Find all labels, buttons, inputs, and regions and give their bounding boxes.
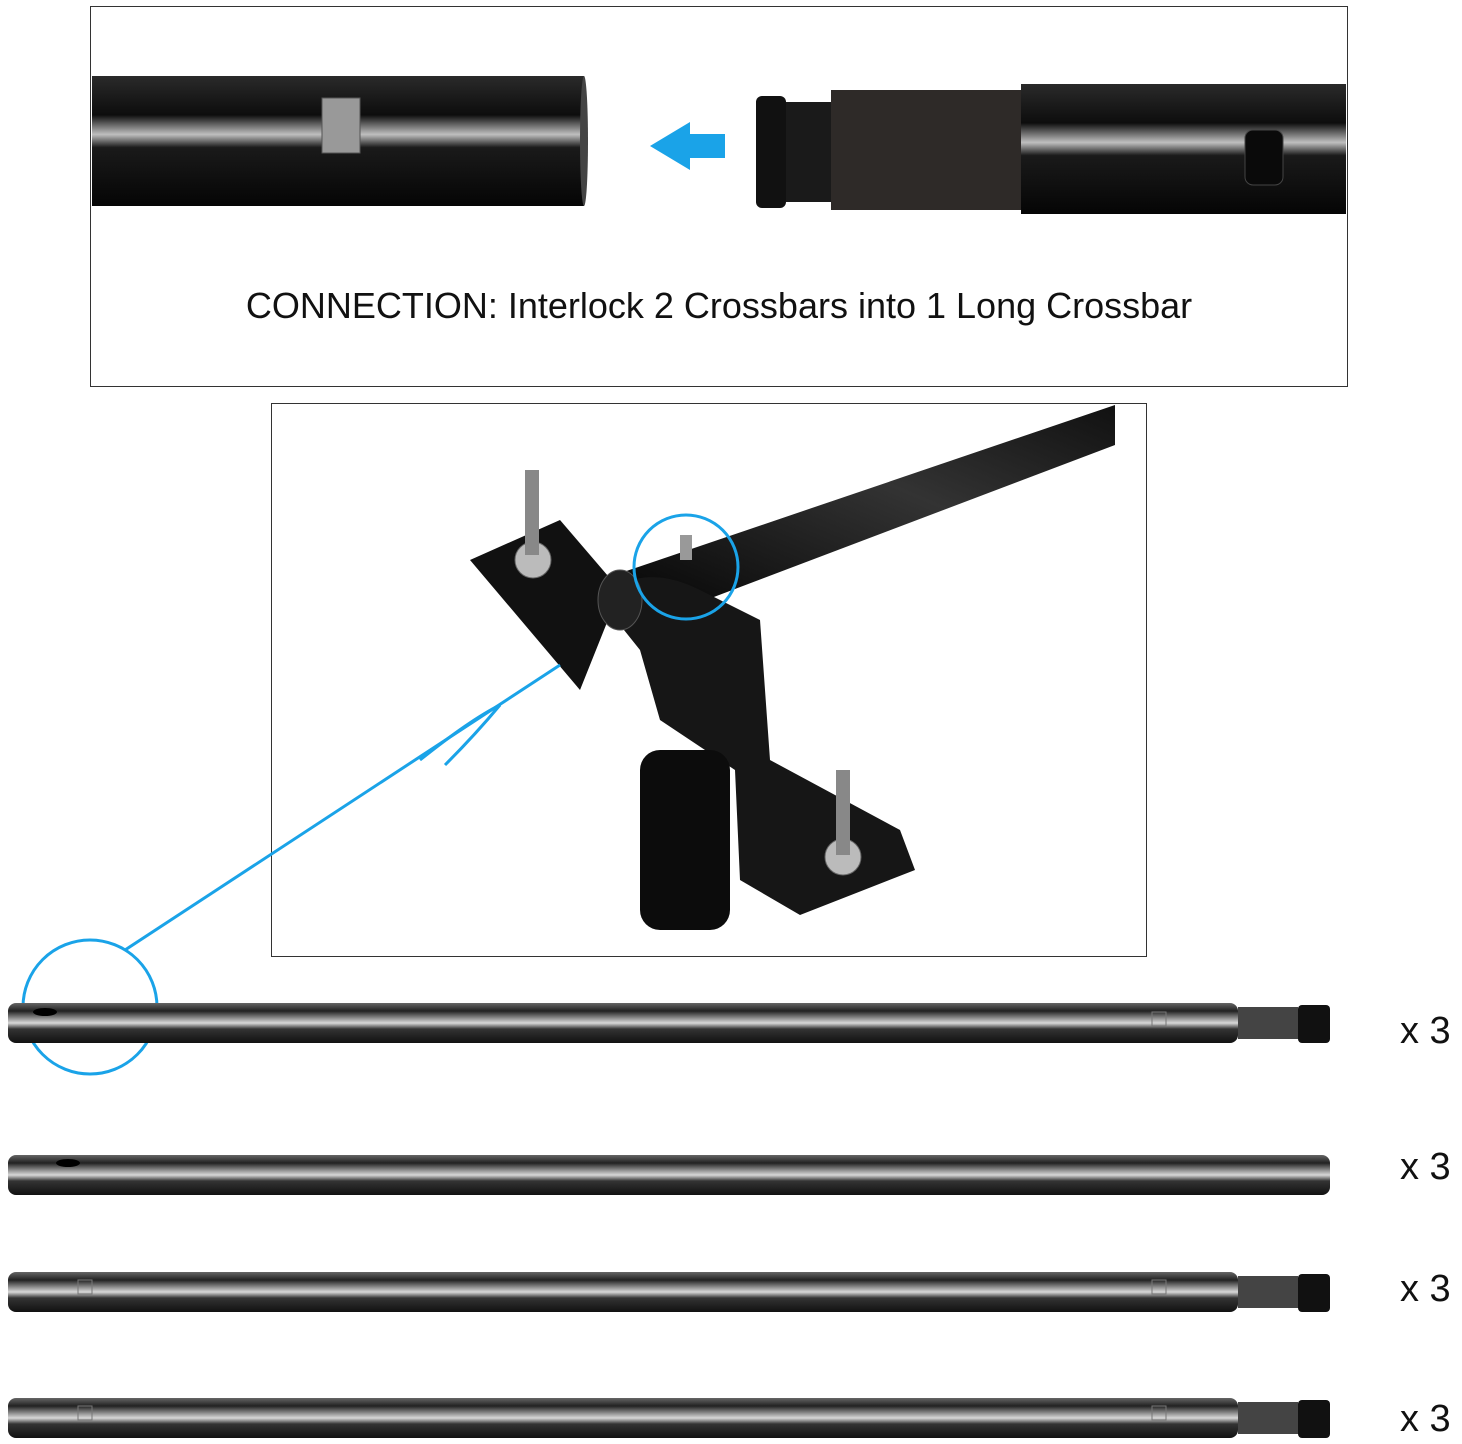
crossbar-4 <box>8 1398 1330 1438</box>
male-tube-end <box>756 84 1346 214</box>
highlight-circle <box>632 513 740 621</box>
arrow-left-icon <box>650 122 725 170</box>
bracket-illustration <box>470 405 1115 930</box>
female-tube-end <box>92 76 588 206</box>
crossbar-2 <box>8 1155 1330 1195</box>
crossbar-1 <box>8 1003 1330 1043</box>
crossbar-1-quantity: x 3 <box>1400 1010 1451 1052</box>
crossbar-2-quantity: x 3 <box>1400 1146 1451 1188</box>
connection-caption: CONNECTION: Interlock 2 Crossbars into 1… <box>245 285 1193 326</box>
crossbar-3 <box>8 1272 1330 1312</box>
crossbar-4-quantity: x 3 <box>1400 1398 1451 1440</box>
crossbar-3-quantity: x 3 <box>1400 1268 1451 1310</box>
